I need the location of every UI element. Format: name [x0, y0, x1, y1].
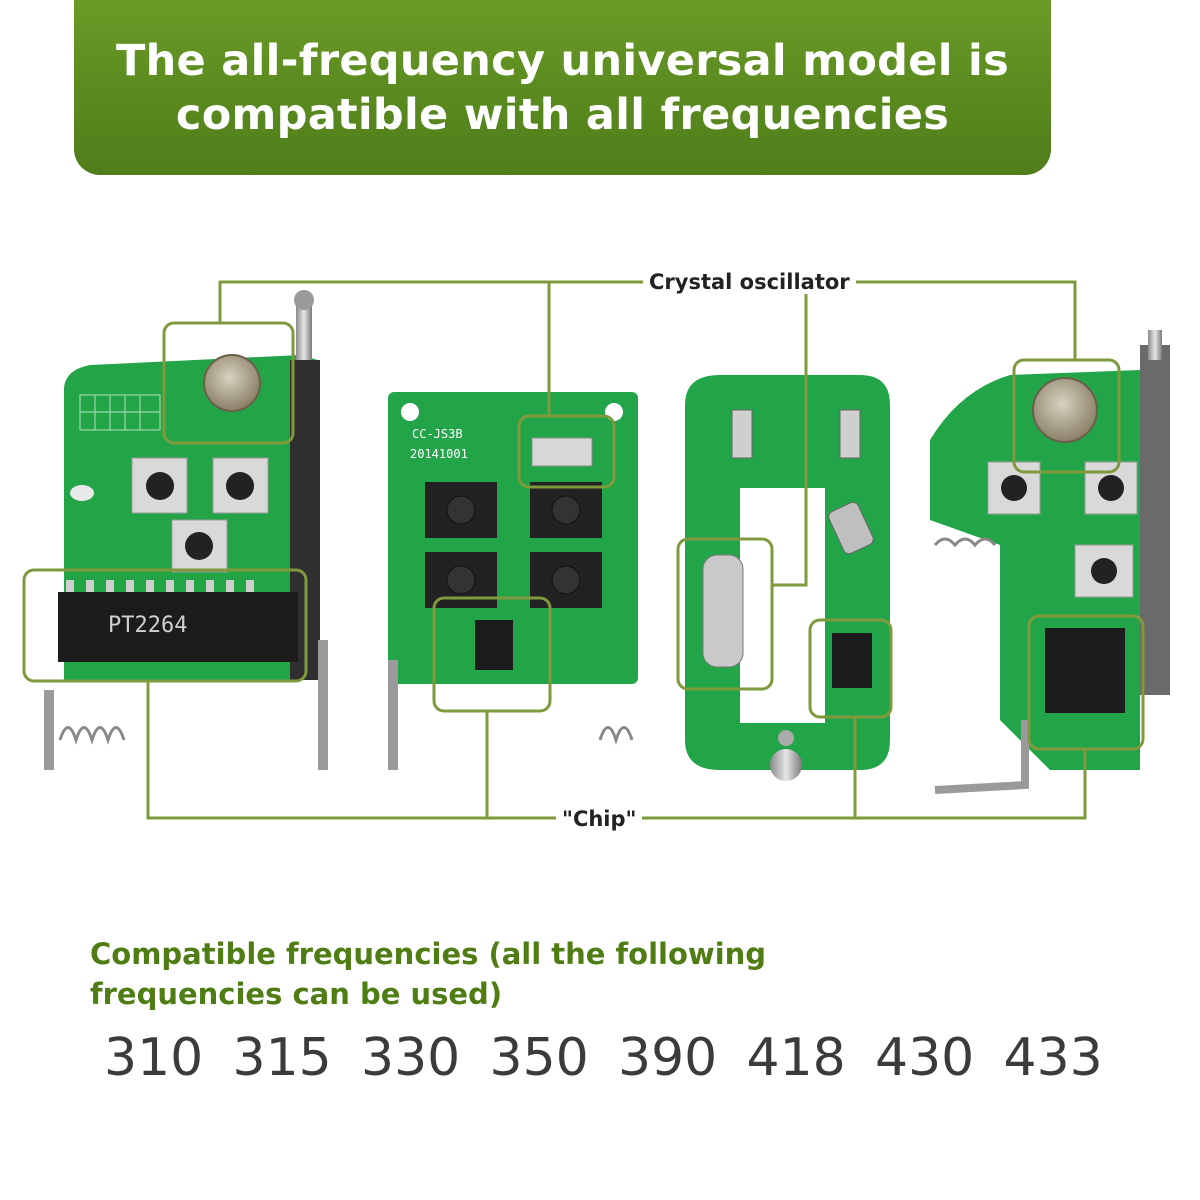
title-banner: The all-frequency universal model is com… — [74, 0, 1051, 175]
callout-chip-3 — [808, 618, 893, 719]
frequency-value: 350 — [489, 1028, 589, 1088]
frequency-value: 315 — [232, 1028, 332, 1088]
frequency-value: 310 — [104, 1028, 204, 1088]
crystal-oscillator-icon — [702, 554, 744, 668]
chip-label: "Chip" — [556, 807, 643, 831]
tactile-button-icon — [987, 461, 1138, 598]
callout-crystal-4 — [1012, 358, 1121, 474]
chip-marking: PT2264 — [108, 613, 187, 638]
frequency-value: 330 — [361, 1028, 461, 1088]
board-2 — [388, 392, 638, 770]
board-4 — [930, 330, 1170, 794]
tactile-button-icon — [131, 457, 269, 573]
frequencies-heading-line-1: Compatible frequencies (all the followin… — [90, 937, 767, 971]
frequency-value: 433 — [1003, 1028, 1103, 1088]
crystal-oscillator-icon — [1032, 377, 1098, 443]
tactile-button-icon — [425, 482, 602, 608]
chip-icon — [832, 633, 872, 688]
callout-crystal-3 — [676, 537, 774, 691]
chip-icon — [475, 620, 513, 670]
board-1 — [44, 290, 328, 770]
board-marking-date: 20141001 — [410, 447, 468, 461]
frequencies-heading: Compatible frequencies (all the followin… — [90, 934, 790, 1014]
callout-crystal-2 — [517, 414, 616, 489]
frequencies-heading-line-2: frequencies can be used) — [90, 977, 503, 1011]
chip-icon — [58, 592, 298, 662]
callout-chip-1 — [22, 568, 308, 683]
banner-title-line-2: compatible with all frequencies — [175, 89, 950, 140]
crystal-oscillator-icon — [531, 437, 593, 467]
frequency-value: 430 — [875, 1028, 975, 1088]
frequency-value: 390 — [618, 1028, 718, 1088]
callout-chip-2 — [432, 596, 552, 713]
crystal-oscillator-label: Crystal oscillator — [643, 270, 856, 294]
frequency-value: 418 — [746, 1028, 846, 1088]
callout-crystal-1 — [162, 321, 295, 445]
chip-icon — [1045, 628, 1125, 713]
banner-title-line-1: The all-frequency universal model is — [116, 35, 1009, 86]
chip-leader-line — [146, 681, 1087, 820]
frequency-list: 310 315 330 350 390 418 430 433 — [104, 1018, 1132, 1098]
board-3 — [685, 375, 890, 781]
crystal-oscillator-icon — [203, 354, 261, 412]
board-marking-top: CC-JS3B — [412, 427, 463, 441]
